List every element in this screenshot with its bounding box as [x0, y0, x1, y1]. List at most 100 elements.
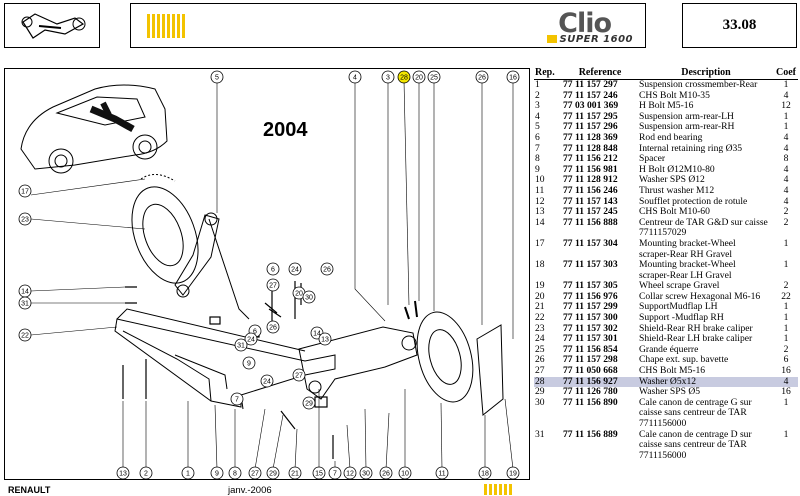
callout-15: 15 [312, 466, 326, 479]
callout-label: 20 [415, 75, 423, 82]
callout-13: 13 [318, 332, 332, 346]
callout-29: 29 [302, 396, 316, 410]
callout-label: 27 [295, 373, 303, 380]
callout-19: 19 [506, 466, 520, 479]
callout-26: 26 [379, 466, 393, 479]
part-reference: 77 11 157 297 [563, 79, 618, 90]
footer-yellow-stripe [484, 484, 512, 495]
callout-31: 31 [234, 338, 248, 352]
part-coef: 1 [783, 110, 789, 122]
part-description: Suspension arm-rear-RH [638, 122, 774, 133]
description-line: SupportMudflap LH [639, 301, 718, 313]
part-description: CHS Bolt M5-16 [638, 365, 774, 377]
part-reference: 77 11 156 889 [563, 428, 618, 440]
part-coef: 16 [781, 365, 791, 377]
part-reference: 77 11 156 854 [563, 343, 618, 355]
part-rep: 7 [535, 142, 540, 154]
part-reference: 77 11 157 299 [563, 301, 618, 313]
part-description: Internal retaining ring Ø35 [638, 143, 774, 155]
part-coef: 8 [783, 153, 789, 165]
part-coef: 1 [783, 121, 789, 133]
callout-label: 9 [247, 361, 251, 368]
description-line: 7711156000 [639, 418, 687, 429]
part-reference: 77 11 157 303 [563, 259, 618, 271]
callout-27: 27 [266, 278, 280, 292]
description-line: Thrust washer M12 [639, 184, 715, 196]
callout-label: 22 [21, 333, 29, 340]
callout-9: 9 [242, 356, 256, 370]
callout-label: 18 [481, 471, 489, 478]
part-description: H Bolt Ø12M10-80 [638, 163, 774, 176]
part-thumbnail [4, 3, 100, 48]
description-line: CHS Bolt M10-60 [639, 206, 710, 218]
col-coef: Coef [774, 66, 798, 80]
callout-9: 9 [210, 466, 224, 479]
callout-label: 6 [253, 329, 257, 336]
part-reference: 77 11 157 246 [563, 89, 618, 101]
callout-24: 24 [288, 262, 302, 276]
callout-27: 27 [248, 466, 262, 479]
callout-11: 11 [435, 466, 449, 479]
callout-label: 19 [509, 471, 517, 478]
part-rep: 17 [535, 237, 545, 249]
callout-label: 20 [295, 291, 303, 298]
part-reference: 77 11 157 301 [563, 333, 618, 345]
description-line: Centreur de TAR G&D sur caisse [639, 216, 768, 228]
callout-6: 6 [266, 262, 280, 276]
callout-label: 16 [509, 75, 517, 82]
part-coef: 4 [783, 184, 789, 196]
part-coef: 1 [783, 237, 789, 249]
description-line: Wheel scrape Gravel [639, 280, 720, 292]
part-description: Grande équerre [638, 344, 774, 356]
part-description: H Bolt M5-16 [638, 101, 774, 112]
footer: RENAULT janv.-2006 [0, 482, 800, 496]
callout-label: 31 [237, 343, 245, 350]
callout-30: 30 [302, 290, 316, 304]
part-rep: 24 [535, 333, 545, 345]
part-reference: 77 11 050 668 [563, 365, 618, 377]
part-reference: 77 11 156 888 [563, 216, 618, 228]
callout-24: 24 [244, 332, 258, 346]
description-line: Washer SPS Ø12 [639, 174, 705, 186]
part-description: Suspension crossmember-Rear [638, 79, 774, 91]
part-rep: 8 [535, 153, 540, 165]
callout-27: 27 [292, 368, 306, 382]
callout-28: 28 [397, 70, 411, 84]
callout-label: 31 [21, 301, 29, 308]
callout-17: 17 [18, 184, 32, 198]
part-rep: 28 [534, 376, 562, 388]
callout-26: 26 [320, 262, 334, 276]
part-rep: 12 [535, 195, 545, 207]
callout-label: 2 [144, 471, 148, 478]
callout-24: 24 [260, 374, 274, 388]
part-rep: 5 [535, 121, 540, 133]
suspension-thumbnail-icon [21, 13, 86, 39]
callout-13: 13 [116, 466, 130, 479]
callout-16: 16 [506, 70, 520, 84]
description-line: Rod end bearing [639, 131, 703, 143]
description-line: H Bolt Ø12M10-80 [639, 163, 715, 175]
description-line: scraper-Rear RH Gravel [639, 248, 733, 260]
callout-label: 30 [305, 295, 313, 302]
part-reference: 77 11 157 300 [563, 312, 618, 324]
part-rep: 21 [535, 301, 545, 313]
callout-label: 26 [478, 75, 486, 82]
description-line: Mounting bracket-Wheel [639, 237, 736, 249]
callout-label: 1 [186, 471, 190, 478]
part-coef: 4 [783, 163, 789, 175]
part-coef: 4 [783, 131, 789, 143]
callout-2: 2 [139, 466, 153, 479]
callout-label: 3 [386, 75, 390, 82]
callout-7: 7 [328, 466, 342, 479]
